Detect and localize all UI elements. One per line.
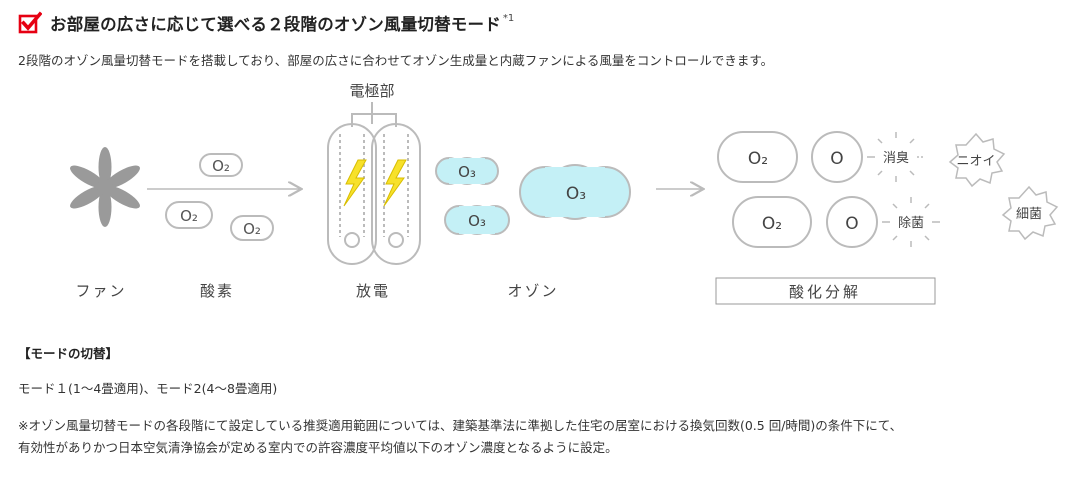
deodorize-label: 消臭	[883, 151, 909, 166]
section-heading: お部屋の広さに応じて選べる２段階のオゾン風量切替モード *1	[18, 10, 514, 36]
odor-label: ニオイ	[956, 154, 995, 169]
bacteria-star-icon	[1001, 185, 1059, 241]
bacteria-label: 細菌	[1016, 207, 1042, 222]
footnote: ※オゾン風量切替モードの各段階にて設定している推奨適用範囲については、建築基準法…	[18, 415, 902, 459]
step-label-oxygen: 酸素	[200, 282, 234, 300]
odor-star-icon	[948, 132, 1006, 188]
step-label-fan: ファン	[75, 282, 126, 300]
oxygen-molecule	[199, 153, 243, 177]
ozone-process-diagram: O₂ O₂ O₂ 電極部 O₃ O₃	[70, 82, 1059, 305]
step-label-decomposition: 酸化分解	[789, 283, 861, 301]
decomposition-box	[715, 277, 936, 305]
oxygen-label: O₂	[180, 207, 198, 225]
sterilize-label: 除菌	[898, 216, 924, 231]
footnote-line: 有効性がありかつ日本空気清浄協会が定める室内での許容濃度平均値以下のオゾン濃度と…	[18, 440, 618, 455]
oxygen-label: O₂	[212, 157, 230, 175]
electrode-label: 電極部	[349, 82, 394, 100]
step-label-ozone: オゾン	[507, 282, 558, 300]
oxygen-molecule	[230, 215, 274, 241]
fan-icon	[70, 147, 140, 227]
ozone-molecule	[435, 157, 499, 185]
step-label-discharge: 放電	[356, 282, 390, 300]
ozone-label: O₃	[468, 212, 486, 230]
footnote-line: ※オゾン風量切替モードの各段階にて設定している推奨適用範囲については、建築基準法…	[18, 418, 903, 433]
oxygen-atom-label: O	[845, 214, 858, 234]
oxygen-atom-label: O	[830, 149, 843, 169]
oxygen-label: O₂	[748, 149, 768, 169]
oxygen-atom	[811, 131, 863, 183]
oxygen-label: O₂	[243, 220, 261, 238]
heading-title: お部屋の広さに応じて選べる２段階のオゾン風量切替モード	[50, 15, 501, 34]
checkbox-check-icon	[18, 11, 42, 34]
oxygen-atom	[826, 196, 878, 248]
heading-footnote-mark: *1	[502, 12, 515, 24]
mode-heading: 【モードの切替】	[18, 346, 119, 361]
oxygen-molecule	[732, 196, 812, 248]
oxygen-molecule	[717, 131, 798, 183]
discharge-electrode-icon	[327, 102, 421, 265]
ozone-molecule	[519, 164, 631, 220]
burst-icon	[867, 132, 925, 182]
mode-description: モード１(1〜4畳適用)、モード2(4〜8畳適用)	[18, 381, 278, 396]
burst-icon	[882, 197, 940, 247]
oxygen-label: O₂	[762, 214, 782, 234]
ozone-label: O₃	[458, 163, 476, 181]
lightning-icon	[343, 159, 407, 207]
ozone-label: O₃	[566, 184, 586, 204]
intro-text: 2段階のオゾン風量切替モードを搭載しており、部屋の広さに合わせてオゾン生成量と内…	[18, 53, 774, 68]
ozone-molecule	[444, 205, 510, 235]
oxygen-molecule	[165, 201, 213, 229]
